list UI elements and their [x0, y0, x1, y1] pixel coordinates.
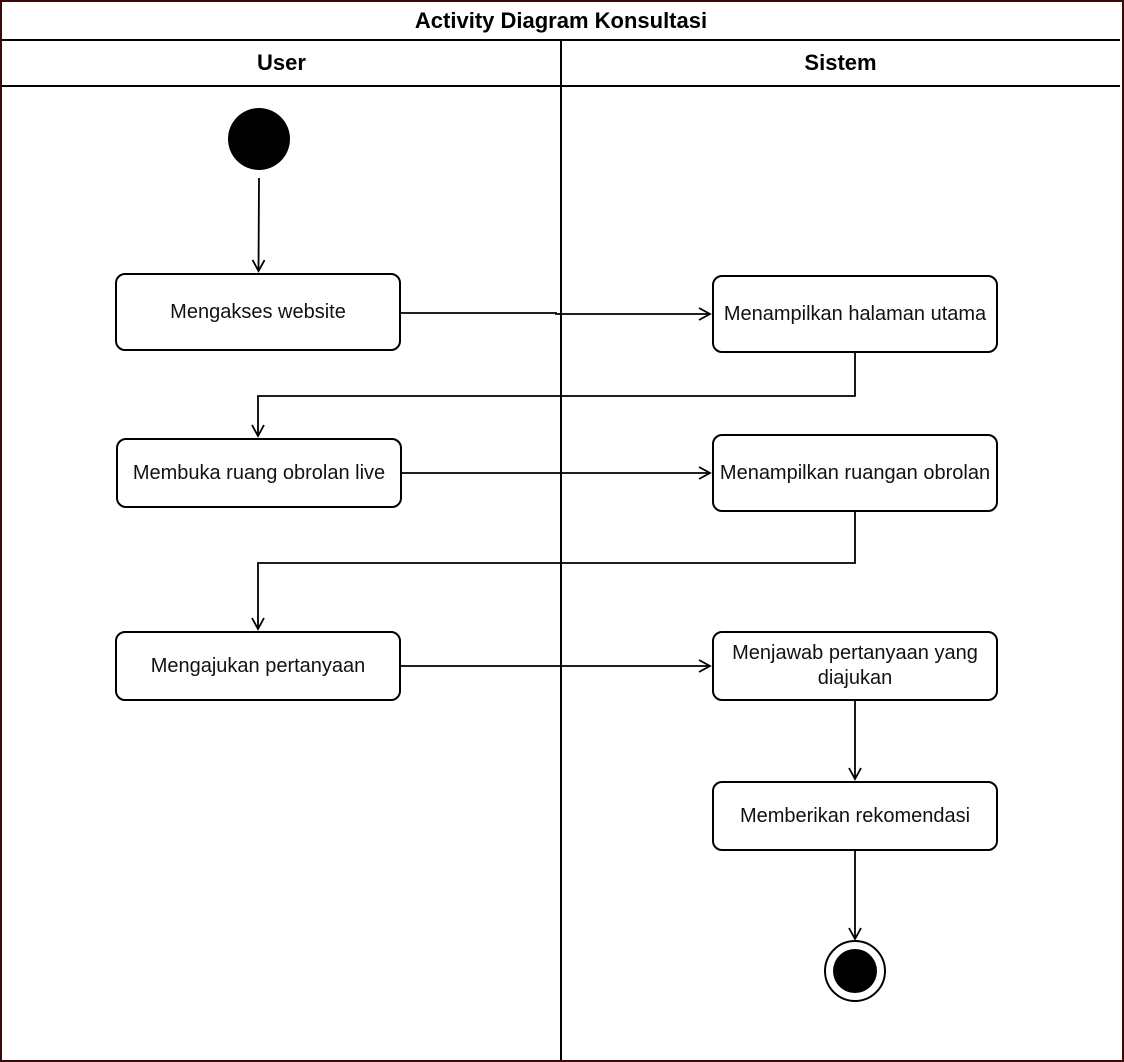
activity-menampilkan-halaman-utama: Menampilkan halaman utama: [712, 275, 998, 353]
activity-menjawab-pertanyaan: Menjawab pertanyaan yang diajukan: [712, 631, 998, 701]
initial-node: [228, 108, 290, 170]
lane-divider: [560, 41, 562, 1060]
diagram-title: Activity Diagram Konsultasi: [2, 2, 1120, 41]
lane-header-sistem: Sistem: [561, 41, 1120, 87]
flow-mengakses-to-halaman: [401, 307, 712, 321]
activity-membuka-ruang-obrolan: Membuka ruang obrolan live: [116, 438, 402, 508]
activity-mengakses-website: Mengakses website: [115, 273, 401, 351]
flow-start-to-mengakses: [251, 177, 266, 273]
activity-mengajukan-pertanyaan: Mengajukan pertanyaan: [115, 631, 401, 701]
final-node-core: [833, 949, 877, 993]
activity-menampilkan-ruangan-obrolan: Menampilkan ruangan obrolan: [712, 434, 998, 512]
activity-memberikan-rekomendasi: Memberikan rekomendasi: [712, 781, 998, 851]
flow-ruangan-to-mengajukan: [251, 512, 856, 631]
flow-halaman-to-membuka: [251, 353, 856, 438]
lane-header-user: User: [2, 41, 561, 87]
